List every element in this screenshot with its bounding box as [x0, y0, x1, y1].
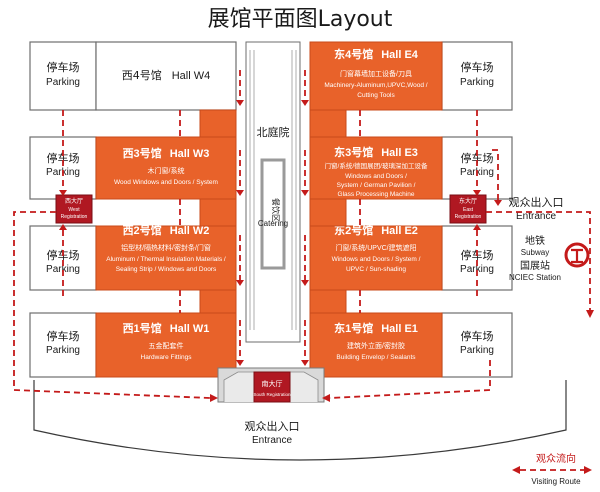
svg-text:West: West [68, 207, 80, 213]
svg-text:Entrance: Entrance [516, 211, 556, 222]
route-arrows [59, 100, 594, 402]
svg-text:国展站: 国展站 [520, 259, 550, 272]
subway-station[interactable]: 地铁 Subway 国展站 NCIEC Station [509, 234, 590, 282]
svg-text:Aluminum / Thermal Insulation: Aluminum / Thermal Insulation Materials … [106, 256, 226, 263]
svg-text:Entrance: Entrance [252, 435, 292, 446]
svg-text:门窗/系统/UPVC/建筑遮阳: 门窗/系统/UPVC/建筑遮阳 [335, 243, 416, 252]
svg-text:铝型材/隔热材料/密封条/门窗: 铝型材/隔热材料/密封条/门窗 [121, 243, 211, 252]
legend-cn: 观众流向 [536, 452, 576, 465]
east-entrance[interactable]: 观众出入口 Entrance [509, 195, 564, 222]
svg-text:门窗幕墙加工设备/刀具: 门窗幕墙加工设备/刀具 [340, 69, 412, 78]
parking-lot-nw[interactable]: 停车场 Parking [29, 41, 97, 111]
svg-text:观众出入口: 观众出入口 [245, 419, 300, 433]
svg-text:停车场: 停车场 [47, 329, 80, 343]
svg-text:Parking: Parking [460, 264, 494, 275]
east-registration[interactable]: 东大厅 East Registration [449, 194, 487, 224]
svg-text:五金配套件: 五金配套件 [149, 341, 184, 350]
svg-text:Parking: Parking [46, 264, 80, 275]
svg-text:Catering: Catering [258, 219, 288, 228]
map-title: 展馆平面图Layout [208, 7, 393, 32]
svg-text:停车场: 停车场 [47, 60, 80, 74]
svg-text:Building Envelop / Sealants: Building Envelop / Sealants [336, 354, 416, 361]
svg-text:停车场: 停车场 [47, 151, 80, 165]
svg-text:停车场: 停车场 [461, 151, 494, 165]
svg-text:Cutting Tools: Cutting Tools [357, 92, 395, 99]
svg-text:Parking: Parking [46, 345, 80, 356]
legend-en: Visiting Route [531, 477, 581, 486]
catering-area[interactable]: 餐饮区 Catering [258, 158, 288, 270]
svg-text:System / German Pavilion /: System / German Pavilion / [337, 182, 416, 189]
parking-lot-ne[interactable]: 停车场 Parking [441, 41, 513, 111]
legend: 观众流向 Visiting Route [512, 452, 592, 486]
svg-text:Registration: Registration [61, 214, 88, 220]
connector-w3-w2 [199, 198, 237, 227]
south-registration[interactable]: 南大厅 South Registration [253, 371, 291, 403]
parking-lot-sw[interactable]: 停车场 Parking [29, 312, 97, 378]
corridor-stripes [249, 50, 297, 330]
connector-e2-e1 [309, 289, 347, 314]
north-court-label: 北庭院 [257, 125, 290, 139]
svg-text:建筑外立面/密封胶: 建筑外立面/密封胶 [347, 341, 405, 350]
svg-text:Hardware Fittings: Hardware Fittings [141, 354, 193, 361]
connector-e3-e2 [309, 198, 347, 227]
svg-text:East: East [463, 207, 474, 213]
svg-text:Windows and Doors / System /: Windows and Doors / System / [332, 256, 421, 263]
svg-text:东大厅: 东大厅 [459, 197, 477, 205]
svg-text:Windows and Doors /: Windows and Doors / [345, 173, 407, 180]
svg-text:门窗/系统/德国展团/玻璃深加工设备: 门窗/系统/德国展团/玻璃深加工设备 [325, 161, 428, 170]
svg-text:NCIEC Station: NCIEC Station [509, 273, 561, 282]
subway-icon [564, 242, 590, 268]
svg-text:Subway: Subway [521, 248, 549, 257]
svg-text:木门窗/系统: 木门窗/系统 [148, 166, 185, 175]
connector-e4-e3 [309, 109, 347, 138]
parking-lot-se[interactable]: 停车场 Parking [441, 312, 513, 378]
svg-text:地铁: 地铁 [525, 234, 545, 247]
south-entrance[interactable]: 观众出入口 Entrance [245, 419, 300, 446]
parking-lot-e2[interactable]: 停车场 Parking [441, 136, 513, 200]
svg-text:观众出入口: 观众出入口 [509, 195, 564, 209]
svg-text:停车场: 停车场 [461, 329, 494, 343]
svg-text:西大厅: 西大厅 [65, 197, 83, 205]
svg-text:Sealing Strip / Windows and Do: Sealing Strip / Windows and Doors [116, 266, 217, 273]
svg-text:South Registration: South Registration [253, 392, 291, 397]
svg-text:Parking: Parking [460, 77, 494, 88]
svg-text:Wood Windows and Doors / Syste: Wood Windows and Doors / System [114, 179, 218, 186]
svg-text:Parking: Parking [46, 77, 80, 88]
connector-w2-w1 [199, 289, 237, 314]
connector-w4-w3 [199, 109, 237, 138]
venue-boundary [33, 380, 567, 461]
svg-text:Registration: Registration [455, 214, 482, 220]
svg-text:Machinery-Aluminum,UPVC,Wood /: Machinery-Aluminum,UPVC,Wood / [324, 82, 427, 89]
svg-text:停车场: 停车场 [461, 60, 494, 74]
svg-text:南大厅: 南大厅 [262, 379, 283, 388]
svg-text:Glass Processing Machine: Glass Processing Machine [338, 191, 415, 198]
visiting-route [13, 70, 591, 399]
svg-text:Parking: Parking [460, 345, 494, 356]
parking-lot-w2[interactable]: 停车场 Parking [29, 136, 97, 200]
svg-text:UPVC / Sun-shading: UPVC / Sun-shading [346, 266, 406, 273]
west-registration[interactable]: 西大厅 West Registration [55, 194, 93, 224]
svg-text:餐饮区: 餐饮区 [271, 198, 281, 222]
